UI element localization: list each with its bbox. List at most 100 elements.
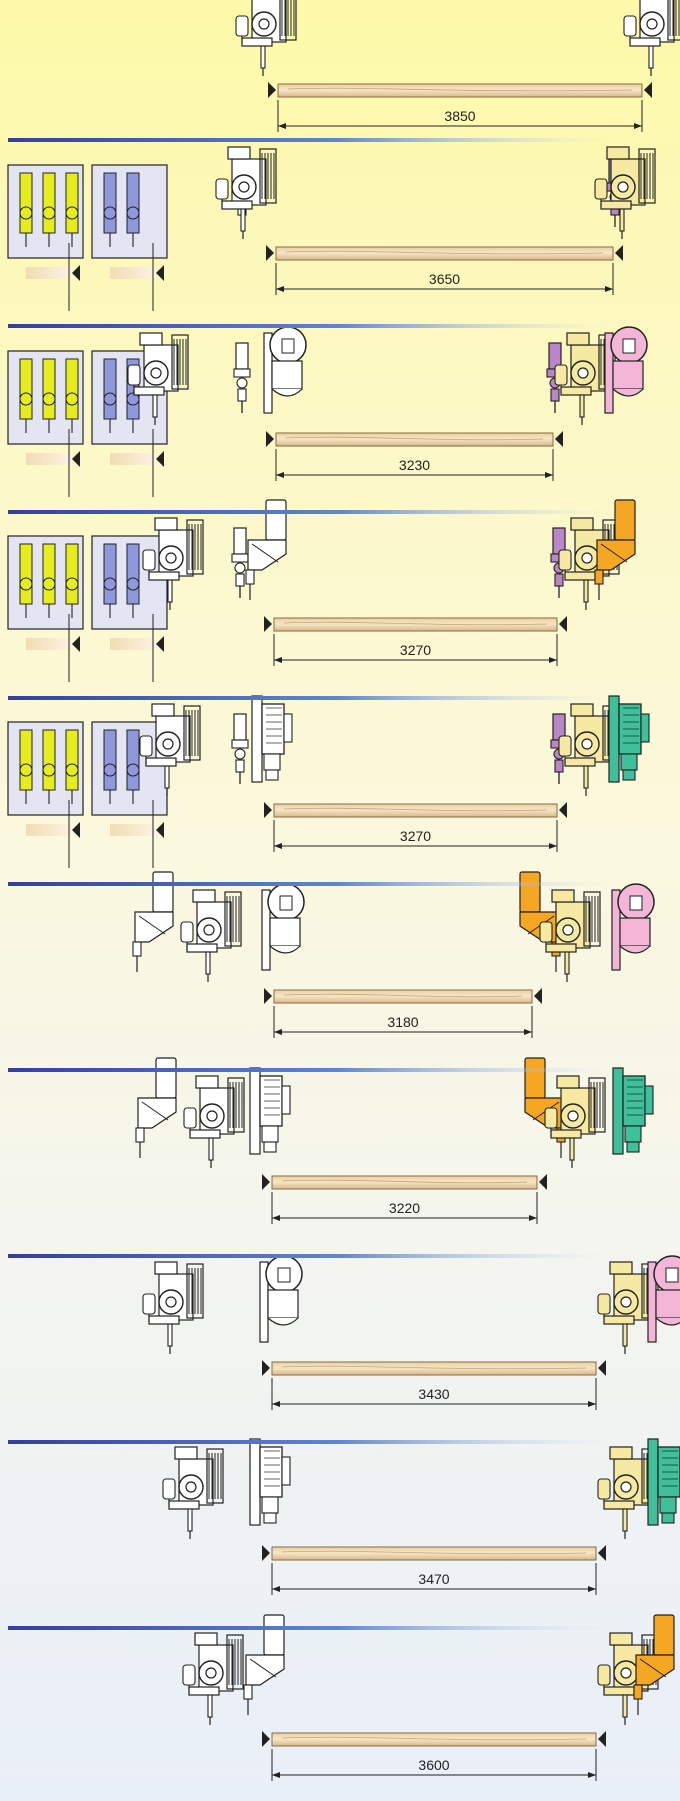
row-separator xyxy=(8,882,608,886)
stock-stub xyxy=(110,453,156,465)
saw-unit-icon xyxy=(180,889,242,982)
configuration-row: 3650 xyxy=(7,146,656,311)
stock-stub xyxy=(26,638,72,650)
angle-head-icon xyxy=(245,499,287,600)
left-stop-marker-icon xyxy=(264,988,272,1004)
row-separator xyxy=(8,1440,608,1444)
stop-marker-icon xyxy=(72,636,80,652)
arrowhead-right-icon xyxy=(588,1586,596,1592)
timber-beam xyxy=(271,1361,597,1376)
saw-unit-icon xyxy=(162,1446,224,1539)
row-separator xyxy=(8,324,608,328)
dimension-label: 3650 xyxy=(429,271,460,287)
configuration-row: 3600 xyxy=(182,1614,675,1781)
stop-marker-icon xyxy=(156,822,164,838)
stop-marker-icon xyxy=(72,451,80,467)
dimension-label: 3270 xyxy=(400,642,431,658)
left-stop-marker-icon xyxy=(266,245,274,261)
row-separator xyxy=(8,1254,608,1258)
tool-rack-panel xyxy=(7,164,84,311)
arrowhead-right-icon xyxy=(588,1772,596,1778)
stock-stub xyxy=(110,638,156,650)
angle-head-icon xyxy=(243,1614,285,1715)
column-motor-icon xyxy=(249,1438,291,1526)
timber-beam xyxy=(273,803,558,818)
saw-unit-icon xyxy=(183,1075,245,1168)
saw-unit-icon xyxy=(127,332,189,425)
row-separator xyxy=(8,1068,608,1072)
dimension-label: 3430 xyxy=(418,1386,449,1402)
stock-stub xyxy=(110,267,156,279)
right-stop-marker-icon xyxy=(644,82,652,98)
drill-spindle-icon xyxy=(231,527,249,598)
arrowhead-left-icon xyxy=(278,123,286,129)
arrowhead-left-icon xyxy=(272,1586,280,1592)
saw-unit-icon xyxy=(235,0,297,76)
left-stop-marker-icon xyxy=(262,1545,270,1561)
configuration-row: 3270 xyxy=(7,695,650,868)
angle-head-icon xyxy=(633,1614,675,1715)
dimension-label: 3180 xyxy=(387,1014,418,1030)
left-stop-marker-icon xyxy=(264,802,272,818)
column-motor-icon xyxy=(608,695,650,783)
arrowhead-right-icon xyxy=(549,657,557,663)
tool-rack-panel xyxy=(91,535,168,682)
left-stop-marker-icon xyxy=(264,616,272,632)
selector-panels xyxy=(7,350,168,497)
arrowhead-left-icon xyxy=(274,1029,282,1035)
row-separator xyxy=(8,510,608,514)
stop-marker-icon xyxy=(72,822,80,838)
selector-panels xyxy=(7,164,168,311)
timber-beam xyxy=(271,1546,597,1561)
large-motor-icon xyxy=(604,326,648,414)
dimension-label: 3220 xyxy=(389,1200,420,1216)
row-separator xyxy=(8,1626,608,1630)
tool-rack-panel xyxy=(7,721,84,868)
timber-beam xyxy=(271,1732,597,1747)
column-motor-icon xyxy=(251,695,293,783)
tool-rack-panel xyxy=(91,164,168,311)
large-motor-icon xyxy=(647,1255,680,1343)
dimension-label: 3850 xyxy=(444,108,475,124)
large-motor-icon xyxy=(261,883,305,971)
right-stop-marker-icon xyxy=(598,1731,606,1747)
timber-beam xyxy=(275,246,614,261)
angle-head-icon xyxy=(135,1057,177,1158)
stock-stub xyxy=(26,453,72,465)
stop-marker-icon xyxy=(156,451,164,467)
arrowhead-right-icon xyxy=(545,472,553,478)
configuration-row: 3180 xyxy=(132,871,655,1038)
right-stop-marker-icon xyxy=(615,245,623,261)
saw-unit-icon xyxy=(182,1632,244,1725)
configuration-row: 3270 xyxy=(7,499,636,682)
dimension-label: 3600 xyxy=(418,1757,449,1773)
saw-unit-icon xyxy=(594,146,656,239)
timber-beam xyxy=(273,617,558,632)
column-motor-icon xyxy=(647,1438,680,1526)
arrowhead-right-icon xyxy=(605,286,613,292)
timber-beam xyxy=(271,1175,538,1190)
tool-rack-panel xyxy=(7,350,84,497)
timber-beam xyxy=(275,432,554,447)
left-stop-marker-icon xyxy=(268,82,276,98)
configuration-row: 3430 xyxy=(142,1255,680,1410)
arrowhead-right-icon xyxy=(549,843,557,849)
timber-beam xyxy=(273,989,533,1004)
angle-head-icon xyxy=(524,1057,566,1158)
tool-rack-panel xyxy=(91,721,168,868)
stock-stub xyxy=(26,824,72,836)
selector-panels xyxy=(7,535,168,682)
stock-stub xyxy=(110,824,156,836)
stop-marker-icon xyxy=(156,265,164,281)
right-stop-marker-icon xyxy=(598,1360,606,1376)
configuration-row: 3470 xyxy=(162,1438,680,1595)
left-stop-marker-icon xyxy=(262,1174,270,1190)
row-separators xyxy=(8,138,608,1630)
saw-unit-icon xyxy=(139,703,201,796)
arrowhead-left-icon xyxy=(272,1772,280,1778)
right-stop-marker-icon xyxy=(555,431,563,447)
angle-head-icon xyxy=(594,499,636,600)
column-motor-icon xyxy=(249,1067,291,1155)
arrowhead-right-icon xyxy=(634,123,642,129)
